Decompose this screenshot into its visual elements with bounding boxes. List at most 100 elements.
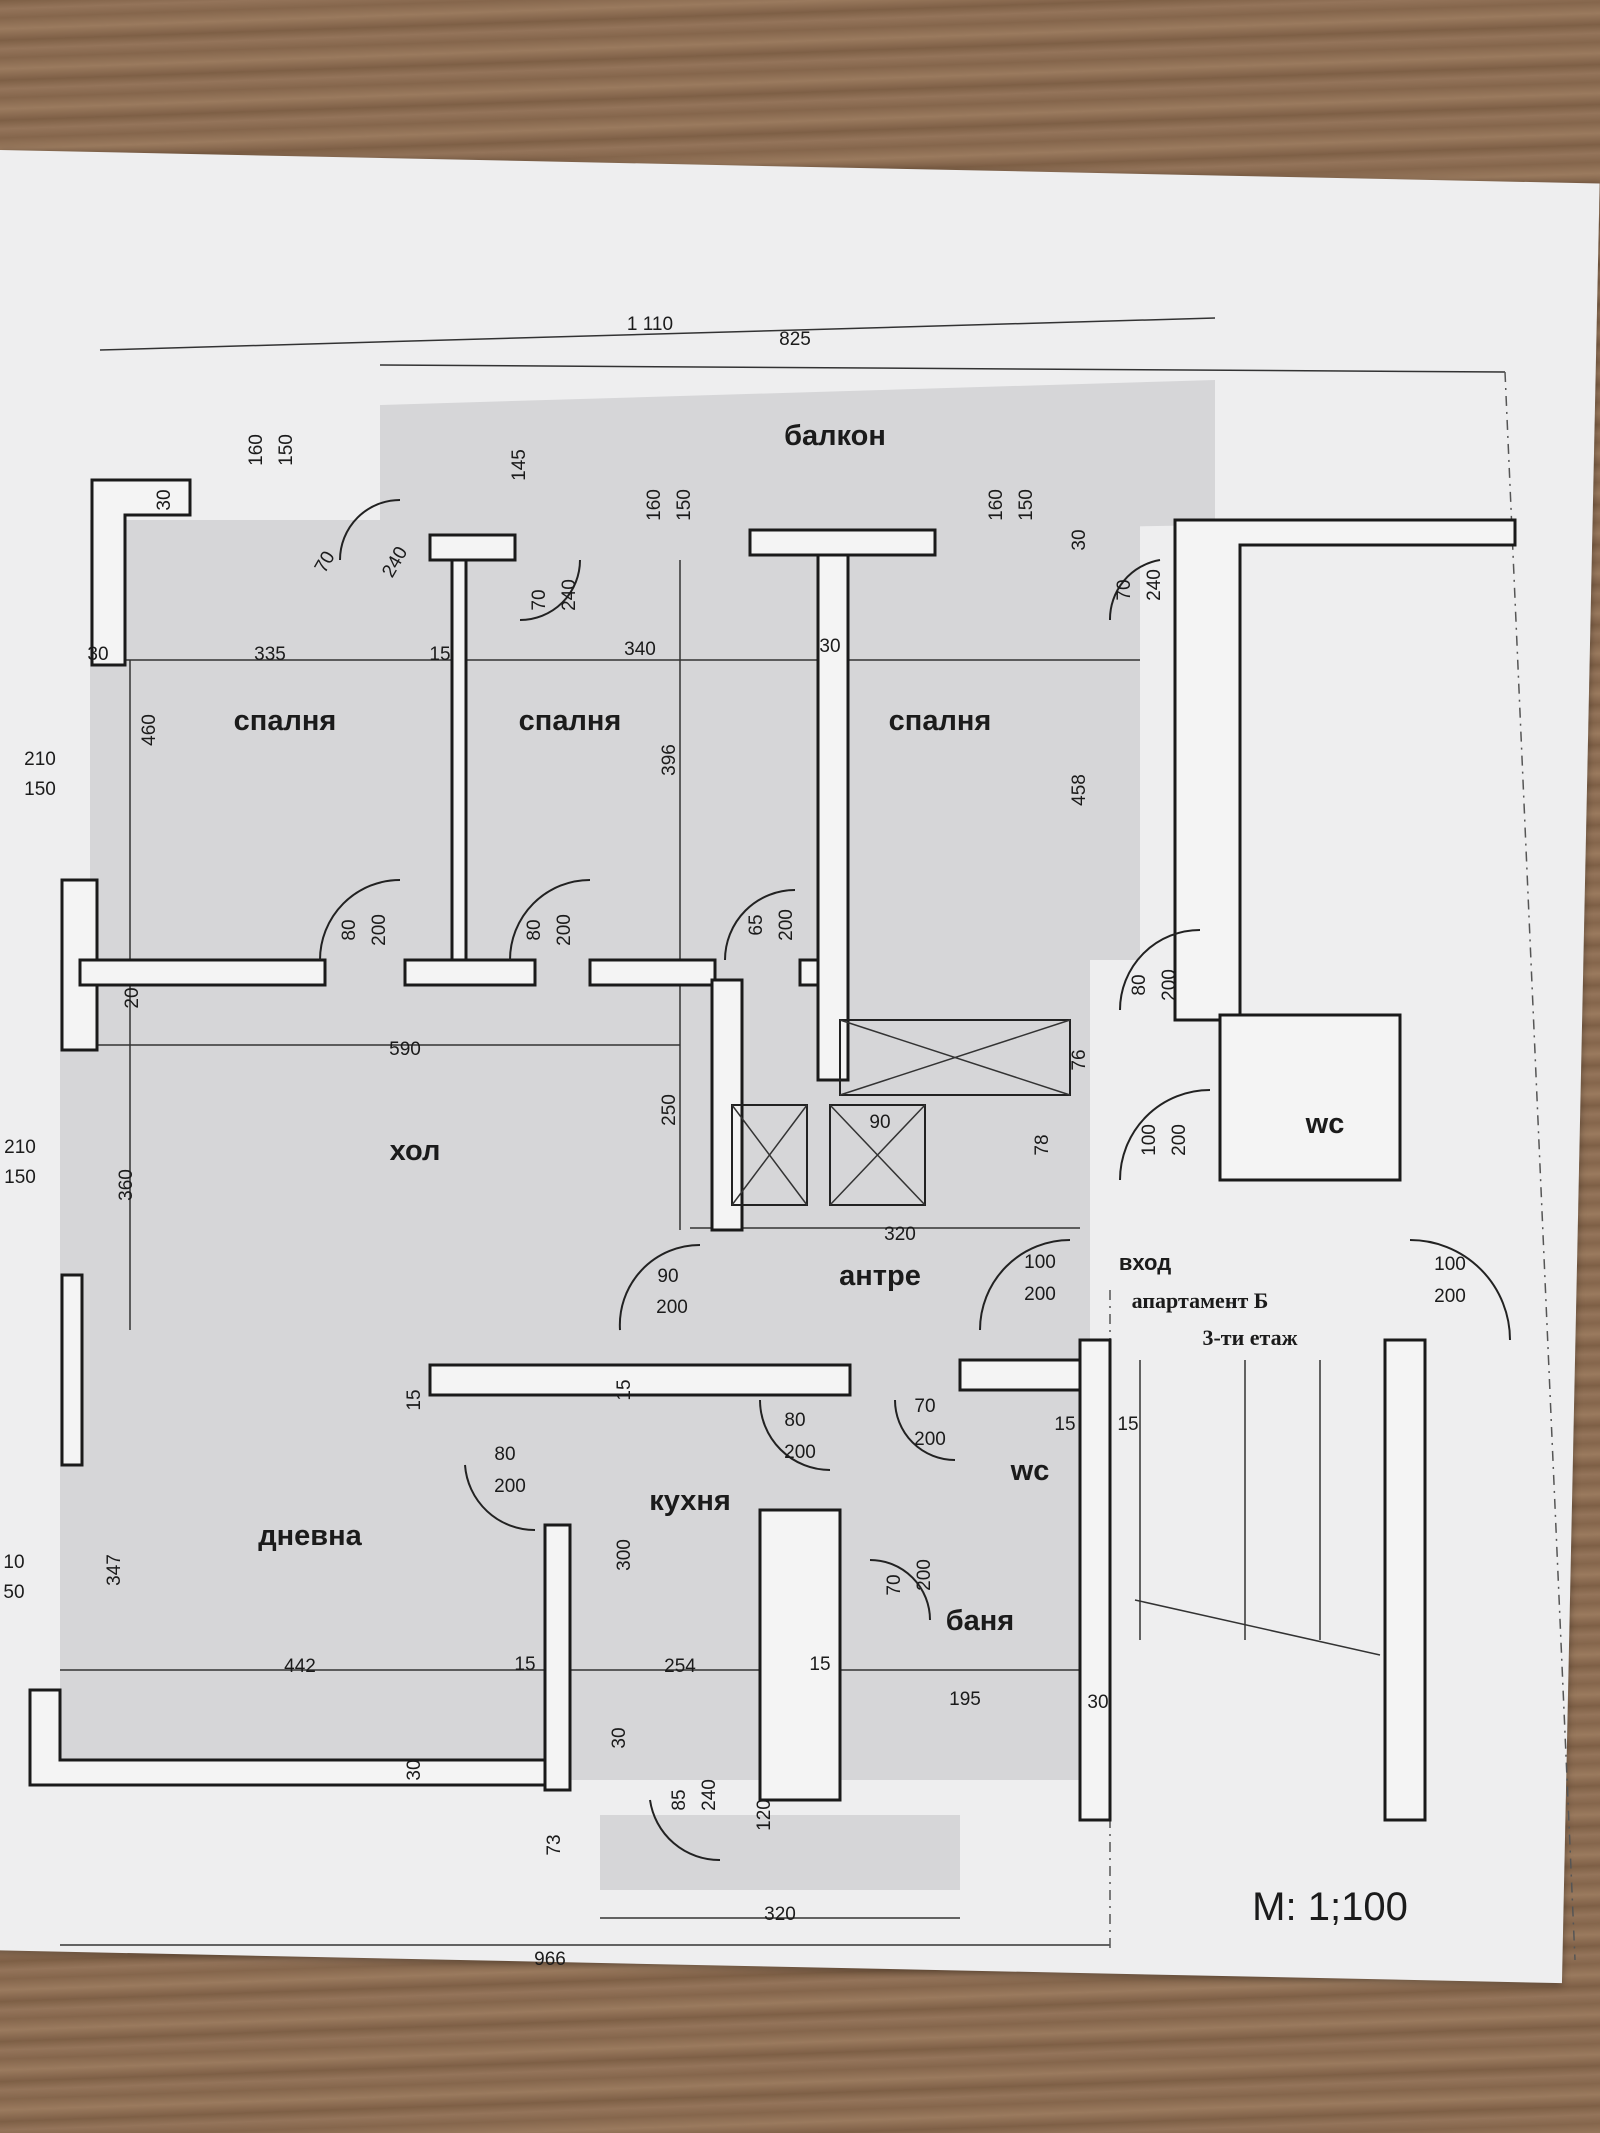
door-height: 200: [914, 1429, 946, 1450]
door-bedroom-1: [319, 879, 401, 961]
door-height: 240: [1144, 569, 1165, 601]
window-height: 150: [24, 779, 56, 800]
wall-living-kitchen: [543, 1523, 572, 1792]
room-label-balcony: балкон: [784, 420, 886, 452]
dim-30: 30: [819, 636, 840, 657]
door-kitchen: [759, 1399, 831, 1471]
room-label-bedroom-3: спалня: [889, 705, 992, 737]
door-width: 80: [494, 1444, 515, 1465]
door-width: 70: [529, 589, 550, 610]
door-width: 85: [669, 1789, 690, 1810]
dim-hall-width: 590: [389, 1039, 421, 1060]
room-label-living: дневна: [258, 1520, 362, 1552]
dim-30: 30: [1087, 1692, 1108, 1713]
dim-20: 20: [122, 987, 143, 1008]
door-height: 240: [699, 1779, 720, 1811]
door-width: 80: [339, 919, 360, 940]
dim-living-width: 442: [284, 1656, 316, 1677]
door-terrace: [649, 1799, 721, 1862]
window-height: 150: [674, 489, 695, 521]
dim-hall-depth: 250: [659, 1094, 680, 1126]
door-bedroom-2: [509, 879, 591, 961]
floor-areas: [60, 380, 1215, 1890]
room-label-wc-2: wc: [1010, 1455, 1050, 1487]
door-width: 80: [784, 1410, 805, 1431]
room-label-kitchen: кухня: [649, 1485, 731, 1517]
door-height: 200: [554, 914, 575, 946]
dim-terrace-width: 320: [764, 1904, 796, 1925]
shaft-1: [839, 1019, 1071, 1096]
wall-wc2-top: [958, 1358, 1092, 1392]
door-width: 100: [1434, 1254, 1466, 1275]
door-offset: 30: [1069, 529, 1090, 550]
dim-76: 76: [1069, 1049, 1090, 1070]
wall-stair-right: [1383, 1338, 1427, 1822]
wall-partition-1: [450, 558, 468, 962]
door-height: 240: [559, 579, 580, 611]
door-height: 200: [914, 1559, 935, 1591]
door-height: 200: [784, 1442, 816, 1463]
door-width: 70: [914, 1396, 935, 1417]
door-balcony-1: [339, 499, 401, 561]
door-wc-1: [1119, 1089, 1211, 1181]
doors: [319, 499, 1511, 1862]
door-corridor: [1119, 929, 1201, 1011]
window-height: 150: [4, 1167, 36, 1188]
dimension-lines: [60, 317, 1576, 1961]
floor-label: 3-ти етаж: [1202, 1325, 1297, 1350]
door-width: 70: [884, 1574, 905, 1595]
wall-partition-2: [816, 538, 850, 1082]
dim-15: 15: [404, 1389, 425, 1410]
door-entrance: [979, 1239, 1071, 1331]
dim-73: 73: [544, 1834, 565, 1855]
room-label-antre: антре: [839, 1260, 921, 1292]
window-width: 160: [986, 489, 1007, 521]
door-height: 200: [1434, 1286, 1466, 1307]
wall-nw: [90, 478, 192, 667]
door-apartment-b: [1409, 1239, 1511, 1341]
dim-hall-height: 360: [116, 1169, 137, 1201]
dim-30: 30: [609, 1727, 630, 1748]
dimension-texts: 1 110 825 966 320 335 340 590 320 442 25…: [87, 314, 1138, 1970]
scale-label: M: 1;100: [1252, 1885, 1408, 1929]
wall-bedroom-bottom-mid: [403, 958, 537, 987]
door-height: 200: [1169, 1124, 1190, 1156]
dim-bottom-width: 966: [534, 1949, 566, 1970]
door-living: [464, 1464, 536, 1532]
door-width: 70: [1114, 579, 1135, 600]
room-label-bedroom-2: спалня: [519, 705, 622, 737]
vertical-dimension-texts: 460 396 458 250 360 300 347 145 20 76 78…: [104, 449, 1090, 1855]
window-width: 210: [24, 749, 56, 770]
wall-bedroom-bottom-left: [78, 958, 327, 987]
wall-kitchen-right: [758, 1508, 842, 1802]
room-label-bath: баня: [946, 1605, 1014, 1637]
entrance-label: вход: [1119, 1250, 1171, 1275]
dim-30: 30: [404, 1759, 425, 1780]
dim-120: 120: [754, 1799, 775, 1831]
door-wc-2: [894, 1399, 956, 1461]
shaft-2: [731, 1104, 808, 1206]
dim-bedroom1-depth: 460: [139, 714, 160, 746]
entrance-labels: вход апартамент Б 3-ти етаж: [1119, 1250, 1298, 1350]
wall-left-lower: [60, 1273, 84, 1467]
dim-bedroom2-depth: 396: [659, 744, 680, 776]
door-width: 90: [657, 1266, 678, 1287]
door-height: 200: [1159, 969, 1180, 1001]
dim-bedroom2-width: 340: [624, 639, 656, 660]
dim-15: 15: [429, 644, 450, 665]
dim-15: 15: [614, 1379, 635, 1400]
dim-15: 15: [809, 1654, 830, 1675]
wall-wc1: [1218, 1013, 1402, 1182]
door-balcony-3: [1108, 559, 1161, 621]
window-width: 160: [246, 434, 267, 466]
room-labels: спалня спалня спалня балкон хол антре wc…: [234, 420, 1345, 1637]
dim-antre-width: 320: [884, 1224, 916, 1245]
window-height: 50: [3, 1582, 24, 1603]
dim-total-width: 1 110: [627, 314, 673, 335]
dim-bedroom3-depth: 458: [1069, 774, 1090, 806]
door-width: 65: [746, 914, 767, 935]
door-height: 200: [494, 1476, 526, 1497]
dim-30: 30: [154, 489, 175, 510]
dim-78: 78: [1032, 1134, 1053, 1155]
apartment-label: апартамент Б: [1132, 1288, 1269, 1313]
